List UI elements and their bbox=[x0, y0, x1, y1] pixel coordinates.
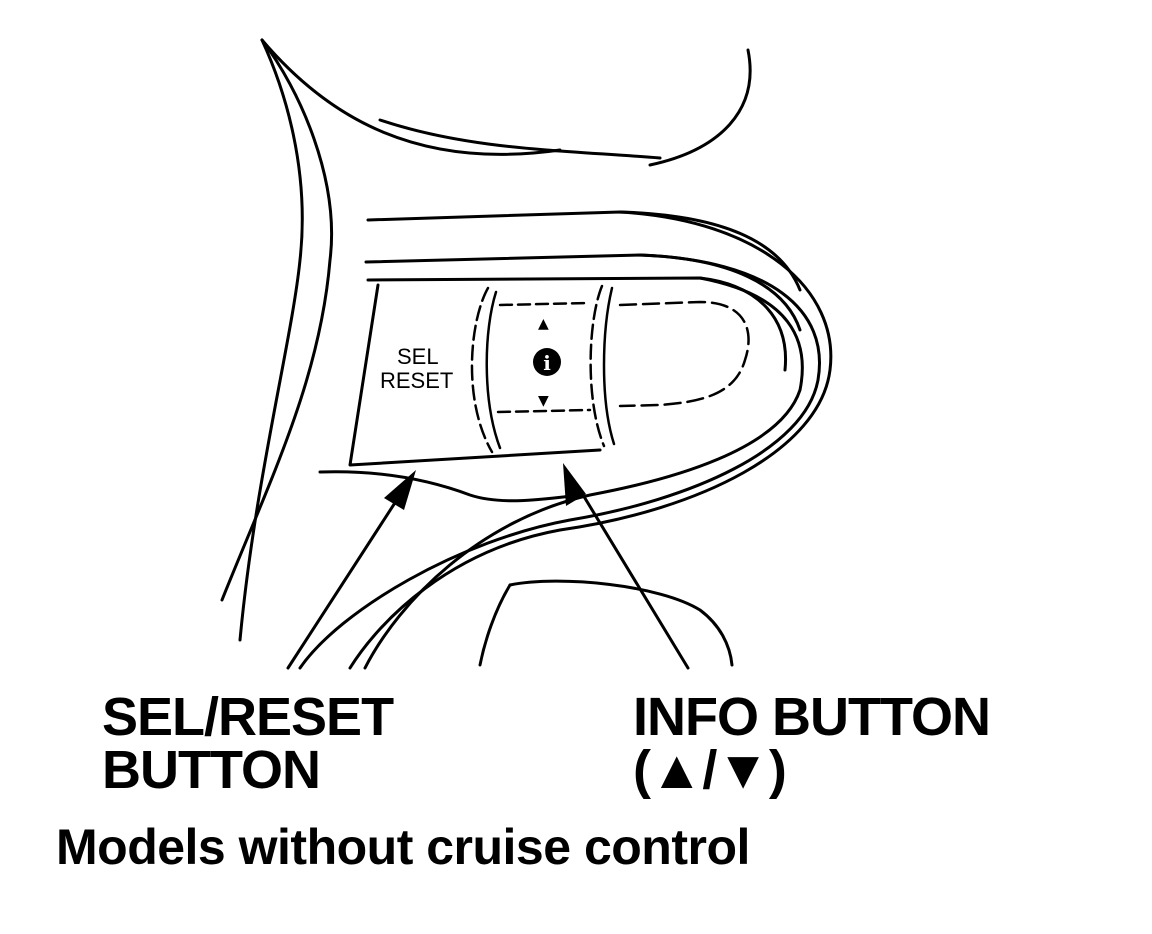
info-icon-glyph: i bbox=[543, 351, 551, 375]
down-arrow-icon: ▼ bbox=[538, 393, 549, 409]
sel-reset-arrowhead bbox=[384, 470, 416, 510]
wheel-upper-ridge bbox=[378, 118, 662, 160]
info-rocker-top-dash bbox=[498, 301, 590, 307]
wheel-rim-outer bbox=[260, 38, 562, 156]
info-icon: i bbox=[533, 348, 561, 376]
up-arrow-icon: ▲ bbox=[538, 316, 549, 332]
info-arrowhead bbox=[563, 463, 586, 506]
info-rocker-inner-left bbox=[485, 290, 502, 450]
right-button-dashed bbox=[618, 300, 750, 408]
spoke-right-sweep-2 bbox=[298, 253, 821, 670]
wheel-hub-curve bbox=[648, 48, 752, 167]
sel-reset-leader-line bbox=[286, 493, 402, 670]
sel-embossed-label: SEL bbox=[397, 344, 439, 369]
info-rocker-outline-right bbox=[589, 284, 606, 448]
reset-embossed-label: RESET bbox=[380, 368, 453, 393]
info-callout-line1: INFO BUTTON bbox=[633, 687, 991, 747]
info-callout-line2: (▲/▼) bbox=[633, 740, 787, 800]
spoke-top-edge-2 bbox=[364, 253, 802, 332]
info-rocker-outline-left bbox=[470, 286, 494, 454]
sel-reset-callout-line2: BUTTON bbox=[102, 740, 321, 800]
diagram-caption: Models without cruise control bbox=[56, 819, 750, 875]
sel-reset-callout-line1: SEL/RESET bbox=[102, 687, 394, 747]
spoke-right-sweep bbox=[348, 210, 833, 670]
wheel-rim-inner-2 bbox=[238, 38, 304, 642]
info-leader-line bbox=[578, 488, 690, 670]
info-rocker-inner-right bbox=[602, 286, 616, 446]
spoke-lower-edge bbox=[318, 470, 582, 503]
hub-lower-left bbox=[478, 583, 512, 667]
info-rocker-bottom-dash bbox=[496, 408, 592, 414]
wheel-rim-inner bbox=[220, 38, 334, 602]
spoke-right-sweep-3 bbox=[363, 276, 804, 670]
button-panel bbox=[348, 283, 602, 467]
hub-lower-top bbox=[508, 579, 734, 667]
